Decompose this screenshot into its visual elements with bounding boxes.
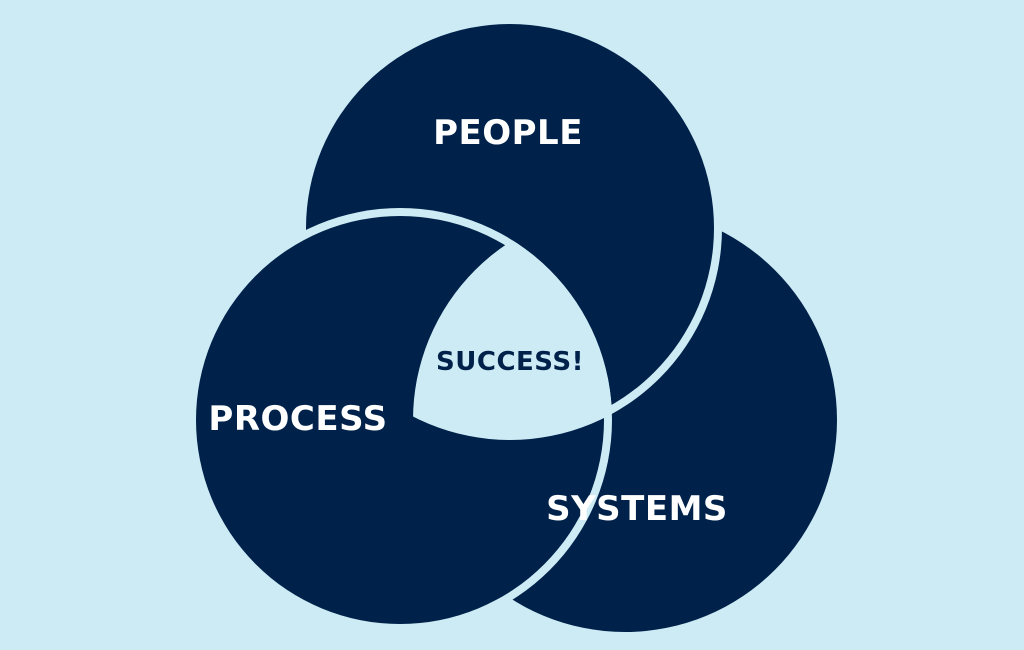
people-label: PEOPLE	[433, 113, 583, 153]
process-label: PROCESS	[208, 399, 387, 439]
center-intersection	[413, 208, 612, 440]
success-label: SUCCESS!	[436, 347, 584, 377]
systems-label: SYSTEMS	[546, 489, 728, 529]
